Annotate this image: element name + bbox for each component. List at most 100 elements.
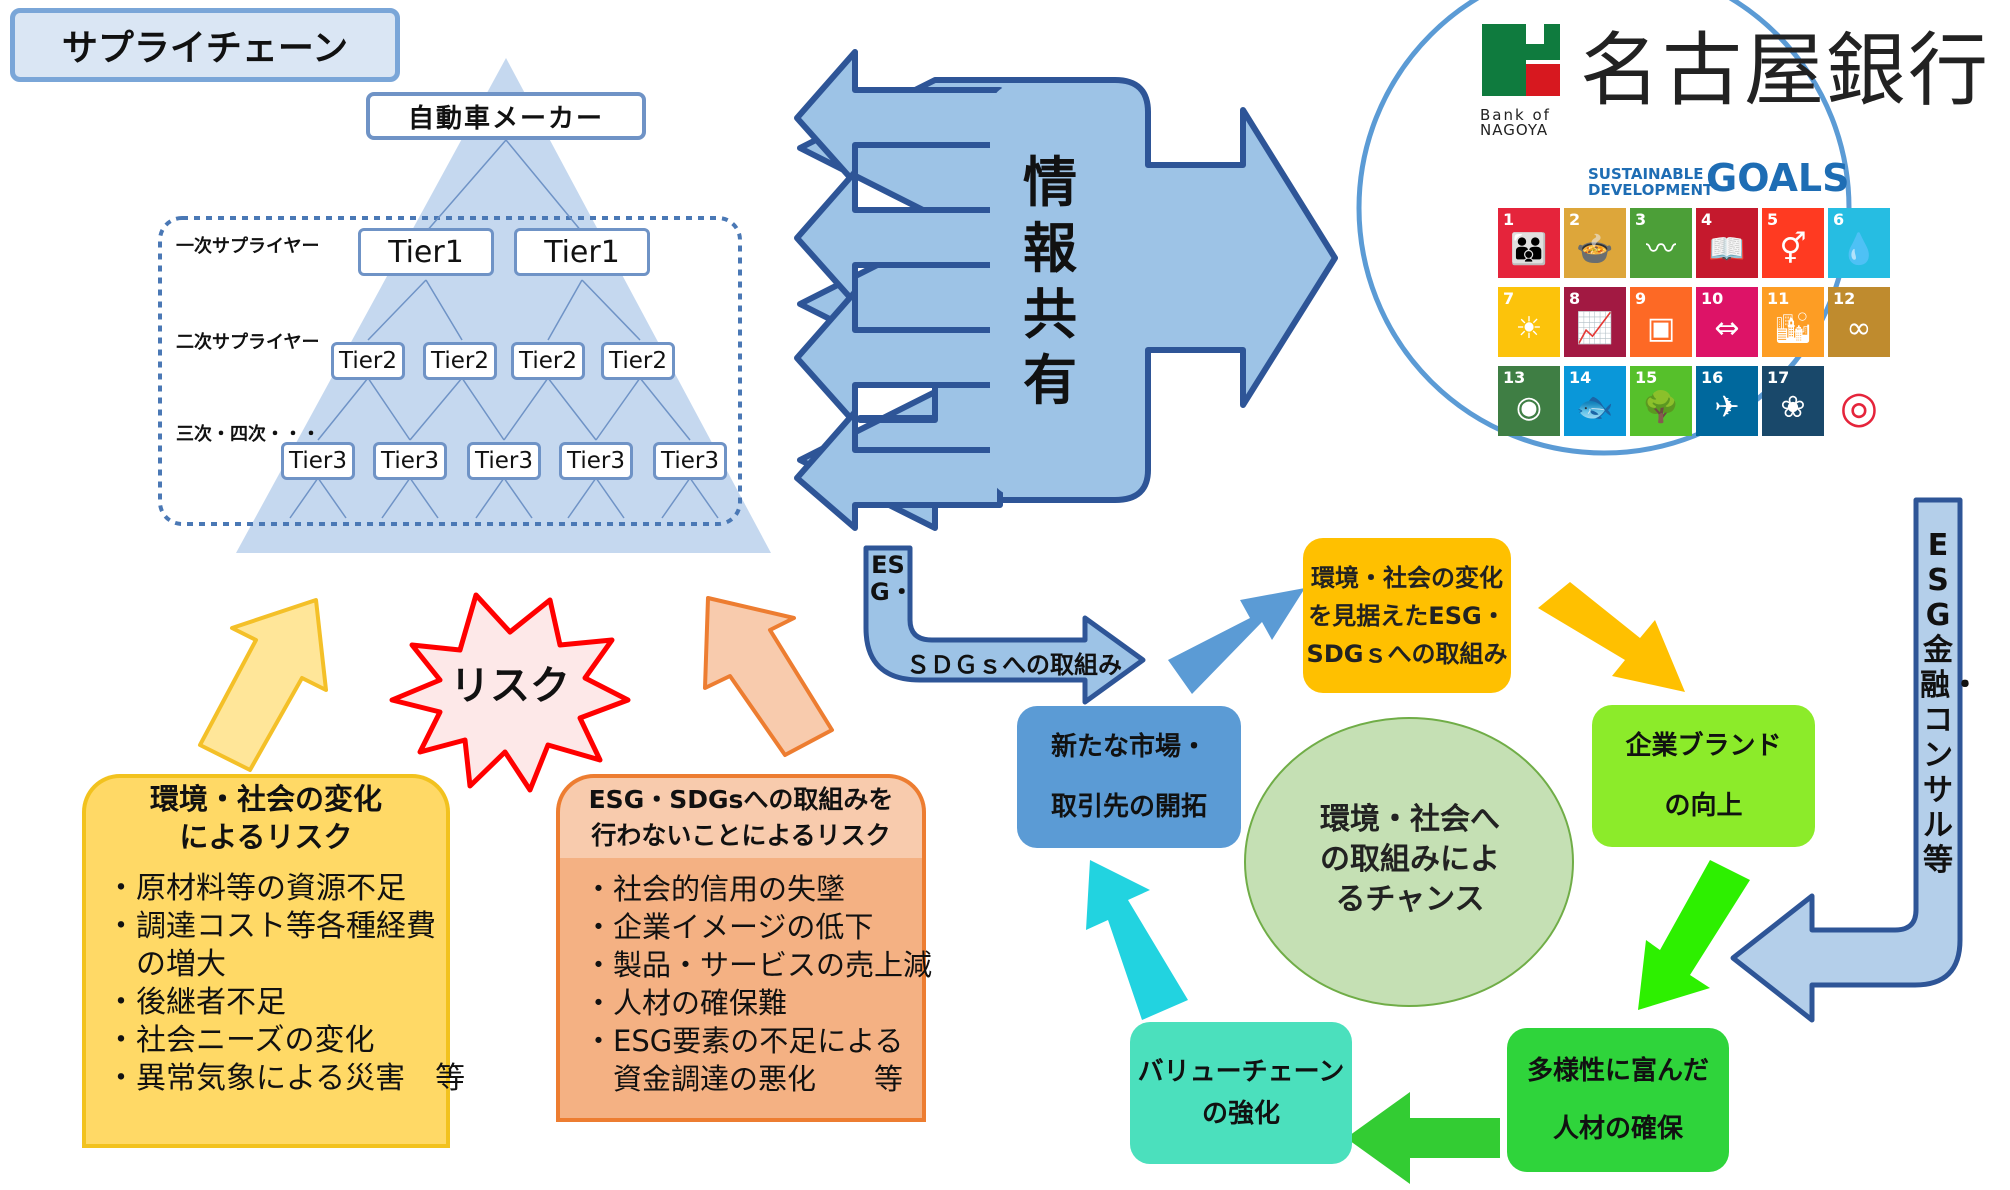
esg-risk-arrow: [703, 596, 834, 757]
esg-risk-header-line2: 行わないことによるリスク: [591, 821, 891, 850]
info-share-label: 情報共有: [1023, 151, 1077, 412]
chance-circle: [1244, 717, 1574, 1007]
people-icon: 👪: [1510, 232, 1548, 267]
equality-icon: ⇔: [1714, 311, 1740, 346]
sdg-tile-number: 6: [1833, 210, 1845, 229]
bank-logo: Bank of NAGOYA 名古屋銀行: [1478, 20, 1988, 144]
sdg-tile-number: 9: [1635, 289, 1647, 308]
esg-risk-item: ・企業イメージの低下: [584, 910, 874, 944]
sdg-tile-9: 9▣: [1630, 287, 1692, 357]
tier1-box: Tier1: [358, 228, 494, 276]
sdg-goals-word: GOALS: [1706, 156, 1850, 200]
risk-burst: [389, 592, 631, 793]
tier2-level-label: 二次サプライヤー: [176, 332, 320, 353]
esg-risk-item: 資金調達の悪化 等: [584, 1062, 904, 1096]
env-risk-item: の増大: [106, 947, 226, 982]
env-risk-item: ・原材料等の資源不足: [106, 871, 406, 906]
esg-risk-item: ・ESG要素の不足による: [584, 1024, 904, 1058]
esg-initiative-line: 環境・社会の変化: [1311, 563, 1503, 592]
esg-arrow-vertical-label: ESG・: [870, 551, 914, 606]
tier1-level-label: 一次サプライヤー: [176, 236, 320, 257]
sdg-tile-2: 2🍲: [1564, 208, 1626, 278]
sdg-tile-number: 14: [1569, 368, 1592, 387]
sdg-tile-number: 5: [1767, 210, 1779, 229]
esg-initiative-line: SDGｓへの取組み: [1306, 639, 1508, 668]
bank-mark-icon: [1482, 24, 1560, 96]
sdg-tile-number: 12: [1833, 289, 1856, 308]
new-market-box: 新たな市場・ 取引先の開拓: [1017, 706, 1241, 848]
sdg-tile-10: 10⇔: [1696, 287, 1758, 357]
esg-risk-header-line1: ESG・SDGsへの取組みを: [588, 785, 894, 814]
tier2-box: Tier2: [601, 342, 675, 380]
tier2-box: Tier2: [423, 342, 497, 380]
esg-arrow-horizontal-label: ＳＤＧｓへの取組み: [906, 651, 1122, 679]
diversity-box: 多様性に富んだ 人材の確保: [1507, 1028, 1729, 1172]
sdg-tile-15: 15🌳: [1630, 366, 1692, 436]
fish-icon: 🐟: [1576, 390, 1614, 425]
page-title: サプライチェーン: [10, 8, 400, 82]
diversity-line: 多様性に富んだ: [1526, 1056, 1709, 1086]
sdg-tile-logo: ◎: [1828, 366, 1890, 436]
water-drop-icon: 💧: [1840, 232, 1878, 267]
tier3-box: Tier3: [281, 442, 355, 480]
esg-risk-item: ・製品・サービスの売上減: [584, 948, 933, 982]
sdg-tile-13: 13◉: [1498, 366, 1560, 436]
city-icon: 🏙: [1773, 311, 1813, 346]
chance-line: 環境・社会へ: [1320, 802, 1500, 837]
info-share-body: [990, 84, 1142, 496]
sdg-wheel-icon: ◎: [1839, 382, 1879, 433]
bowl-icon: 🍲: [1576, 232, 1614, 267]
env-risk-arrow: [198, 598, 328, 772]
book-icon: 📖: [1708, 232, 1746, 267]
sdg-tile-11: 11 🏙: [1762, 287, 1824, 357]
sdg-tile-number: 11: [1767, 289, 1790, 308]
esg-initiative-box: 環境・社会の変化 を見据えたESG・ SDGｓへの取組み: [1303, 538, 1511, 693]
heartbeat-icon: 〰: [1646, 232, 1676, 267]
sdg-tile-number: 1: [1503, 210, 1515, 229]
sdg-tile-number: 3: [1635, 210, 1647, 229]
pyramid-connector-lines: [289, 139, 719, 519]
cubes-icon: ▣: [1646, 311, 1676, 346]
sdg-tile-number: 13: [1503, 368, 1526, 387]
chance-line: るチャンス: [1335, 882, 1485, 917]
sdg-tile-number: 17: [1767, 368, 1790, 387]
automaker-box: 自動車メーカー: [366, 92, 646, 140]
growth-chart-icon: 📈: [1576, 311, 1614, 346]
brand-line: 企業ブランド: [1625, 731, 1782, 761]
sdg-tile-number: 2: [1569, 210, 1581, 229]
brand-line: の向上: [1664, 791, 1743, 821]
tier3-box: Tier3: [373, 442, 447, 480]
sdg-tile-grid: 1👪2🍲3〰4📖5⚥6💧7☀8📈9▣10⇔11🏙12∞13◉14🐟15🌳16✈1…: [1498, 208, 1890, 436]
supply-chain-pyramid: [236, 58, 771, 553]
sdg-tile-8: 8📈: [1564, 287, 1626, 357]
tier3-box: Tier3: [653, 442, 727, 480]
sdg-tile-number: 16: [1701, 368, 1724, 387]
sdg-header-line1: SUSTAINABLE: [1588, 165, 1704, 183]
tier3-level-label: 三次・四次・・・: [176, 424, 320, 445]
cycle-arrow-value-to-market: [1086, 860, 1188, 1020]
esg-initiative-line: を見据えたESG・: [1308, 601, 1506, 630]
cycle-arrow-market-to-esg: [1168, 588, 1305, 694]
brand-box: 企業ブランド の向上: [1592, 705, 1815, 847]
cycle-arrow-esg-to-brand: [1538, 582, 1685, 692]
esg-risk-item: ・人材の確保難: [584, 986, 788, 1020]
esg-finance-label: ESG金融・コンサル等: [1920, 528, 1980, 878]
risk-burst-label: リスク: [450, 663, 570, 709]
sdg-tile-1: 1👪: [1498, 208, 1560, 278]
info-share-left-arrowheads: [794, 49, 1003, 531]
tier1-box: Tier1: [514, 228, 650, 276]
env-risk-item: ・異常気象による災害 等: [106, 1061, 466, 1096]
gender-icon: ⚥: [1779, 232, 1807, 267]
sdg-tile-5: 5⚥: [1762, 208, 1824, 278]
dove-icon: ✈: [1714, 390, 1740, 425]
cycle-arrow-diversity-to-value: [1346, 1092, 1500, 1184]
bank-sub-line2: NAGOYA: [1480, 121, 1549, 139]
esg-finance-arrow: [1730, 497, 1963, 1023]
chance-text: 環境・社会へ の取組みによ るチャンス: [1260, 790, 1560, 930]
env-risk-item: ・社会ニーズの変化: [106, 1023, 375, 1058]
sdg-tile-3: 3〰: [1630, 208, 1692, 278]
esg-risk-list: ・社会的信用の失墜 ・企業イメージの低下 ・製品・サービスの売上減 ・人材の確保…: [556, 858, 933, 1122]
sdg-tile-6: 6💧: [1828, 208, 1890, 278]
new-market-line: 新たな市場・: [1050, 732, 1207, 762]
